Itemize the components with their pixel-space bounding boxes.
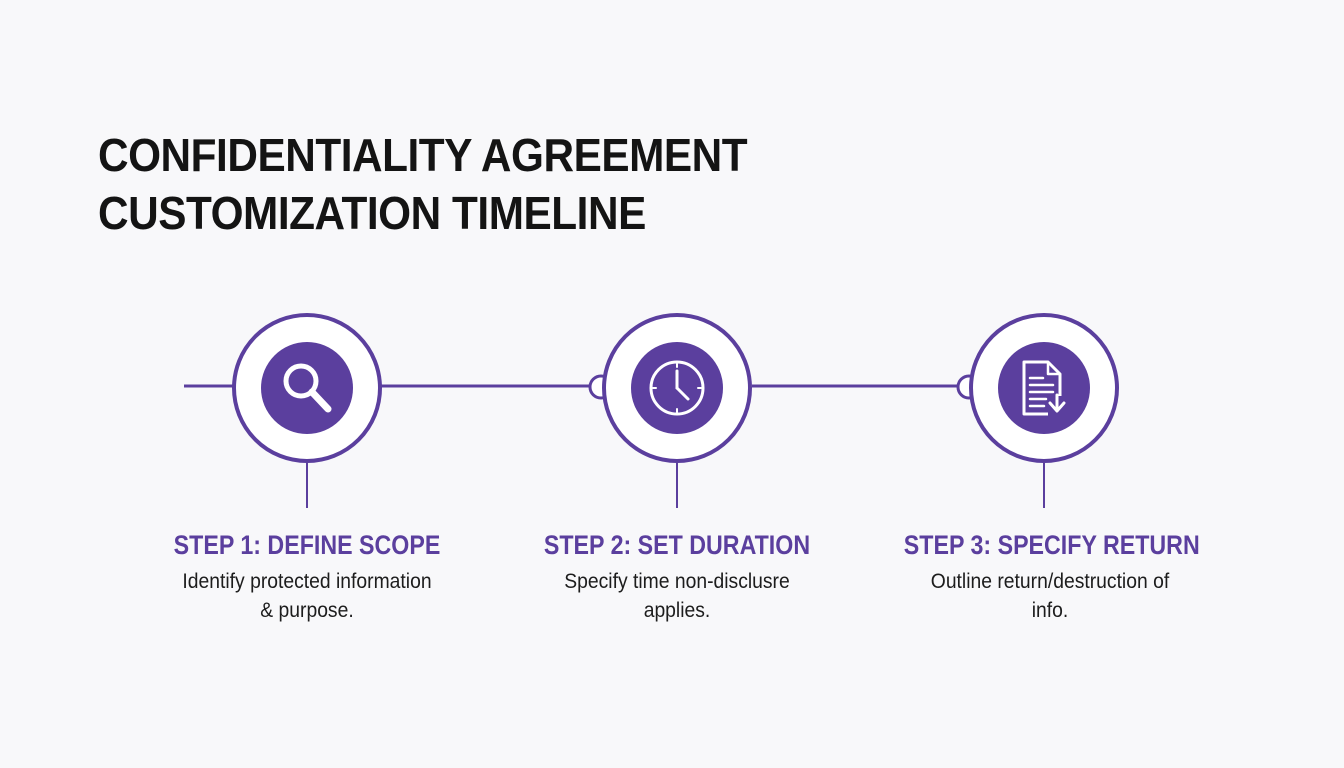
step-3-description: Outline return/destruction of info. [894, 567, 1207, 625]
step-1-desc-line-1: Identify protected information [182, 570, 432, 593]
step-3-title: STEP 3: SPECIFY RETURN [903, 530, 1200, 560]
title-line-2: CUSTOMIZATION TIMELINE [98, 187, 646, 239]
step-1: STEP 1: DEFINE SCOPE Identify protected … [137, 528, 477, 625]
step-1-description: Identify protected information & purpose… [151, 567, 464, 625]
step-2-desc-line-1: Specify time non-disclusre [564, 570, 790, 593]
step-3-ring [969, 313, 1119, 463]
clock-icon [649, 360, 705, 416]
page-title: CONFIDENTIALITY AGREEMENT CUSTOMIZATION … [98, 126, 748, 242]
step-1-title: STEP 1: DEFINE SCOPE [173, 530, 441, 560]
step-2-desc-line-2: applies. [643, 599, 711, 622]
step-2: STEP 2: SET DURATION Specify time non-di… [507, 528, 847, 625]
step-3-desc-line-2: info. [1031, 599, 1069, 622]
step-3: STEP 3: SPECIFY RETURN Outline return/de… [880, 528, 1220, 625]
document-download-icon [1022, 360, 1066, 416]
step-3-desc-line-1: Outline return/destruction of [930, 570, 1170, 593]
step-1-desc-line-2: & purpose. [260, 599, 354, 622]
step-1-ring [232, 313, 382, 463]
title-line-1: CONFIDENTIALITY AGREEMENT [98, 129, 748, 181]
step-2-title: STEP 2: SET DURATION [543, 530, 811, 560]
step-2-description: Specify time non-disclusre applies. [521, 567, 834, 625]
magnifier-icon [283, 363, 332, 413]
